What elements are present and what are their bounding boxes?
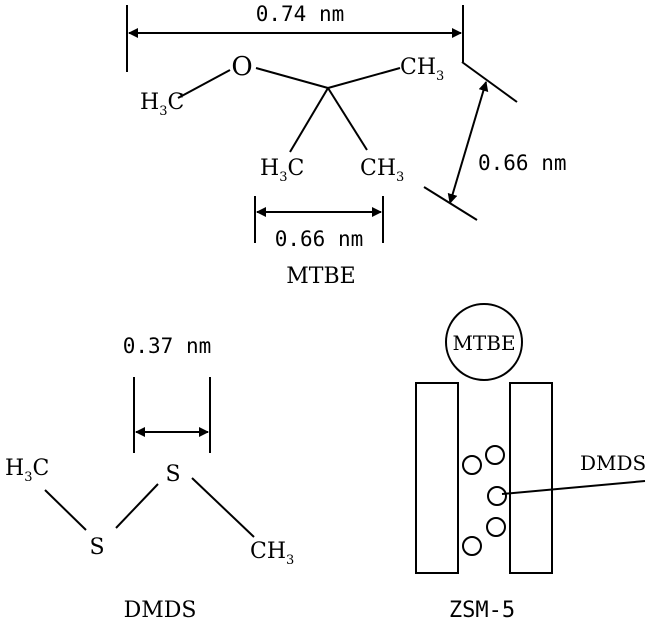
mtbe-caption: MTBE (286, 264, 355, 289)
dmds-molecule-circle (485, 445, 505, 465)
dmds-structure: 0.37 nm H3C S S CH3 DMDS (5, 334, 294, 623)
zsm5-left-wall (415, 382, 459, 574)
dmds-dimension-label: 0.37 nm (123, 334, 212, 358)
mtbe-width-label: 0.74 nm (256, 2, 345, 26)
mtbe-height-label: 0.66 nm (478, 151, 567, 175)
dmds-molecule-circle (462, 455, 482, 475)
mtbe-height-dimension: 0.66 nm (423, 61, 567, 221)
dmds-dimension: 0.37 nm (123, 334, 212, 453)
mtbe-left-methyl: H3C (140, 90, 184, 119)
mtbe-height-arrow (447, 81, 489, 204)
mtbe-oxygen-atom: O (231, 52, 252, 82)
dmds-caption: DMDS (124, 598, 197, 623)
zsm5-pore-label: DMDS (580, 451, 646, 475)
mtbe-height-tick-top (461, 61, 518, 103)
mtbe-structure: 0.74 nm O H3C CH3 H3C CH3 0.66 nm 0.66 n… (126, 2, 567, 289)
mtbe-height-tick-bottom (423, 186, 478, 221)
bond-o-c (255, 67, 329, 89)
dmds-molecule-circle (486, 517, 506, 537)
zsm5-pore-diagram: MTBE DMDS ZSM-5 (415, 303, 646, 623)
bond-c-ch3-bottom-left (289, 87, 329, 153)
zsm5-molecule-label: MTBE (452, 331, 515, 355)
mtbe-base-dimension: 0.66 nm (254, 196, 384, 251)
bond-c-o (177, 69, 231, 99)
dmds-molecule-circle (462, 536, 482, 556)
dmds-right-methyl: CH3 (250, 539, 294, 568)
mtbe-width-dimension: 0.74 nm (126, 2, 464, 72)
bond-c-ch3-right (327, 67, 401, 89)
mtbe-right-methyl: CH3 (400, 55, 444, 84)
zsm5-pointer-line (501, 480, 646, 495)
dmds-left-methyl: H3C (5, 456, 49, 485)
mtbe-bottom-left-methyl: H3C (260, 156, 304, 185)
mtbe-bottom-right-methyl: CH3 (360, 156, 404, 185)
mtbe-base-label: 0.66 nm (275, 227, 364, 251)
dmds-molecule-circle (487, 486, 507, 506)
mtbe-molecule-circle (445, 303, 523, 381)
zsm5-caption: ZSM-5 (449, 598, 515, 623)
bond-ch3-s-left (44, 489, 87, 531)
zsm5-right-wall (509, 382, 553, 574)
dmds-sulfur-bottom: S (89, 535, 104, 560)
bond-s-s (115, 483, 159, 529)
dmds-sulfur-top: S (165, 462, 180, 487)
bond-s-ch3-right (191, 477, 255, 538)
bond-c-ch3-bottom-right (327, 87, 368, 151)
